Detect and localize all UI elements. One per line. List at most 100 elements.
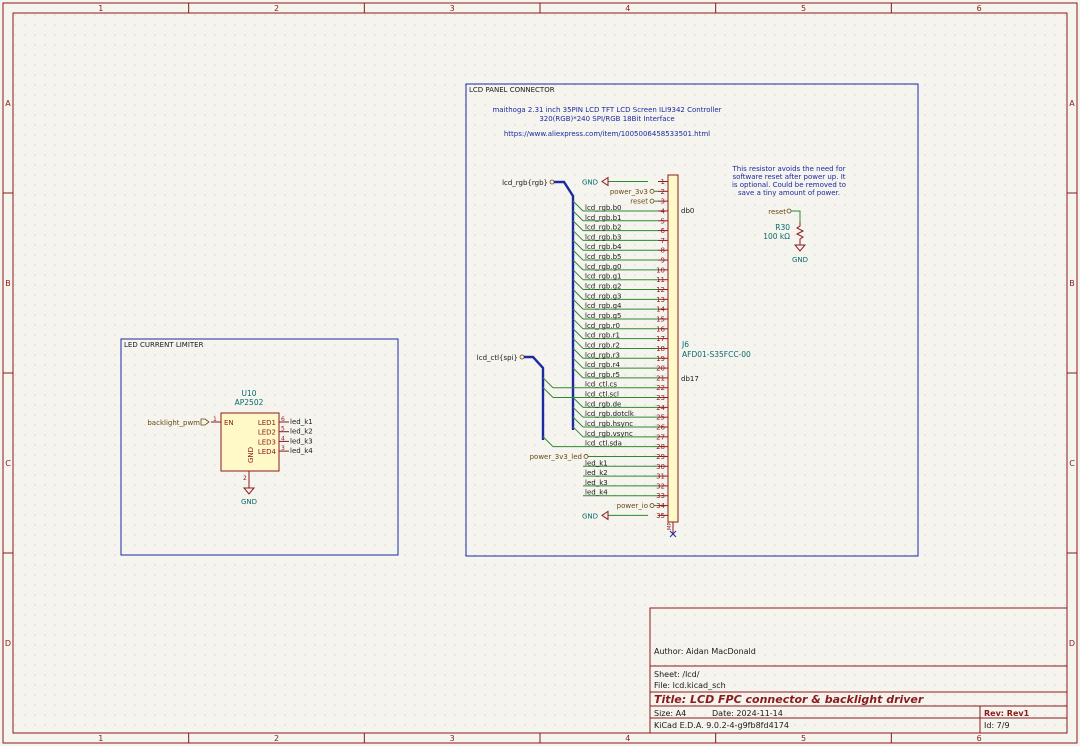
j6-body[interactable]: [667, 174, 679, 523]
u10-output-net-label[interactable]: led_k4: [290, 447, 313, 455]
u10-output-pin-number: 3: [281, 445, 285, 452]
j6-pin-number: 9: [661, 257, 665, 265]
j6-net-label[interactable]: lcd_rgb.r4: [585, 361, 620, 369]
j6-net-label[interactable]: lcd_rgb.b1: [585, 214, 622, 222]
u10-body[interactable]: [220, 412, 280, 472]
j6-net-label[interactable]: lcd_rgb.vsync: [585, 430, 633, 438]
zone-col-label-bottom: 1: [98, 734, 103, 743]
bus-entry: [572, 298, 584, 310]
j6-pin-number: 16: [656, 325, 665, 333]
j6-net-label[interactable]: lcd_rgb.b5: [585, 253, 622, 261]
zone-col-label-top: 6: [977, 4, 982, 13]
j6-pin-number: 27: [656, 433, 665, 441]
j6-net-label[interactable]: lcd_rgb.de: [585, 400, 621, 408]
j6-net-label[interactable]: lcd_ctl.cs: [585, 381, 617, 389]
lcd-note-line1: maithoga 2.31 inch 35PIN LCD TFT LCD Scr…: [492, 106, 721, 114]
reset-note-line: This resistor avoids the need for: [732, 165, 846, 173]
j6-net-label[interactable]: lcd_rgb.b0: [585, 204, 622, 212]
u10-reference: U10: [241, 389, 256, 398]
j6-pin-number: 25: [656, 414, 665, 422]
j6-net-label[interactable]: lcd_rgb.r0: [585, 322, 620, 330]
bus-entry: [572, 210, 584, 222]
j6-net-label[interactable]: lcd_rgb.dotclk: [585, 410, 635, 418]
u10-pin-gnd: GND: [247, 447, 255, 463]
r30-net-label[interactable]: reset: [768, 208, 786, 216]
bus-entry: [572, 426, 584, 438]
bus-entry: [572, 279, 584, 290]
j6-net-label[interactable]: lcd_rgb.r5: [585, 371, 620, 379]
j6-pin-number: 33: [656, 492, 665, 500]
j6-net-label[interactable]: led_k1: [585, 459, 608, 467]
u10-output-pin-number: 4: [281, 435, 285, 442]
j6-net-label[interactable]: lcd_rgb.b4: [585, 243, 622, 251]
u10-output-pin-name: LED2: [258, 429, 276, 437]
zone-row-label-left: B: [5, 279, 11, 288]
j6-net-label[interactable]: lcd_rgb.hsync: [585, 420, 633, 428]
no-connect-icon: [669, 530, 677, 538]
j6-net-label[interactable]: lcd_rgb.r1: [585, 332, 620, 340]
j6-net-label[interactable]: led_k2: [585, 469, 608, 477]
title-rev: Rev: Rev1: [984, 709, 1030, 718]
gnd-net-label: GND: [582, 179, 598, 187]
bus-entry: [572, 200, 584, 212]
j6-net-label[interactable]: lcd_rgb.g1: [585, 273, 622, 281]
j6-pin-number: 28: [656, 443, 665, 451]
j6-net-label[interactable]: lcd_rgb.g2: [585, 283, 622, 291]
j6-net-label[interactable]: lcd_rgb.g5: [585, 312, 622, 320]
u10-output-net-label[interactable]: led_k2: [290, 428, 313, 436]
bus-rgb-label[interactable]: lcd_rgb{rgb}: [502, 179, 548, 187]
j6-net-label[interactable]: lcd_rgb.r3: [585, 351, 620, 359]
hier-net-label[interactable]: reset: [630, 198, 648, 206]
j6-net-label[interactable]: lcd_rgb.b2: [585, 224, 622, 232]
j6-pin-number: 12: [656, 286, 665, 294]
lcd-url[interactable]: https://www.aliexpress.com/item/10050064…: [504, 130, 710, 138]
j6-net-label[interactable]: lcd_ctl.sda: [585, 440, 622, 448]
zone-col-label-top: 3: [450, 4, 455, 13]
j6-pin-number: 17: [656, 335, 665, 343]
zone-col-label-top: 4: [625, 4, 630, 13]
j6-net-label[interactable]: led_k4: [585, 489, 608, 497]
zone-row-label-right: C: [1069, 459, 1075, 468]
hier-net-label[interactable]: power_3v3: [610, 188, 648, 196]
hier-net-label[interactable]: power_io: [617, 502, 648, 510]
resistor-icon[interactable]: [795, 222, 805, 243]
rgb-bus-line: [554, 180, 575, 430]
grid-dots: [13, 13, 1067, 733]
j6-net-label[interactable]: lcd_rgb.r2: [585, 341, 620, 349]
j6-net-label[interactable]: led_k3: [585, 479, 608, 487]
bus-entry: [572, 406, 584, 418]
gnd-net-label: GND: [582, 512, 598, 520]
led-block-title: LED CURRENT LIMITER: [124, 341, 204, 349]
zone-row-label-right: D: [1069, 639, 1075, 648]
j6-pin-number: 13: [656, 296, 665, 304]
j6-net-label[interactable]: lcd_rgb.g0: [585, 263, 622, 271]
j6-net-label[interactable]: lcd_ctl.scl: [585, 391, 619, 399]
j6-pin-number: 10: [656, 266, 665, 274]
ground-icon: [242, 483, 256, 495]
zone-col-label-top: 2: [274, 4, 279, 13]
u10-output-pin-name: LED4: [258, 448, 277, 456]
j6-net-label[interactable]: lcd_rgb.g4: [585, 302, 622, 310]
backlight-pwm-label[interactable]: backlight_pwm: [147, 419, 200, 427]
u10-output-net-label[interactable]: led_k3: [290, 437, 313, 445]
j6-pin-number: 11: [656, 276, 665, 284]
zone-col-label-bottom: 2: [274, 734, 279, 743]
bus-entry: [542, 436, 554, 447]
zone-row-label-left: D: [5, 639, 11, 648]
reset-resistor-note: This resistor avoids the need forsoftwar…: [732, 165, 847, 197]
u10-output-net-label[interactable]: led_k1: [290, 418, 313, 426]
lcd-block-outline: [465, 83, 919, 557]
bus-entry: [572, 220, 584, 231]
u10-pin-en: EN: [224, 419, 234, 427]
j6-pin-number: 19: [656, 355, 665, 363]
hier-net-label[interactable]: power_3v3_led: [530, 453, 582, 461]
lcd-block-title: LCD PANEL CONNECTOR: [469, 86, 555, 94]
j6-net-label[interactable]: lcd_rgb.b3: [585, 233, 622, 241]
title-text: Title: LCD FPC connector & backlight dri…: [654, 693, 924, 706]
title-author: Author: Aidan MacDonald: [654, 647, 756, 656]
bus-spi-label[interactable]: lcd_ctl{spi}: [477, 354, 518, 362]
bus-entry: [572, 269, 584, 281]
j6-net-label[interactable]: lcd_rgb.g3: [585, 292, 622, 300]
